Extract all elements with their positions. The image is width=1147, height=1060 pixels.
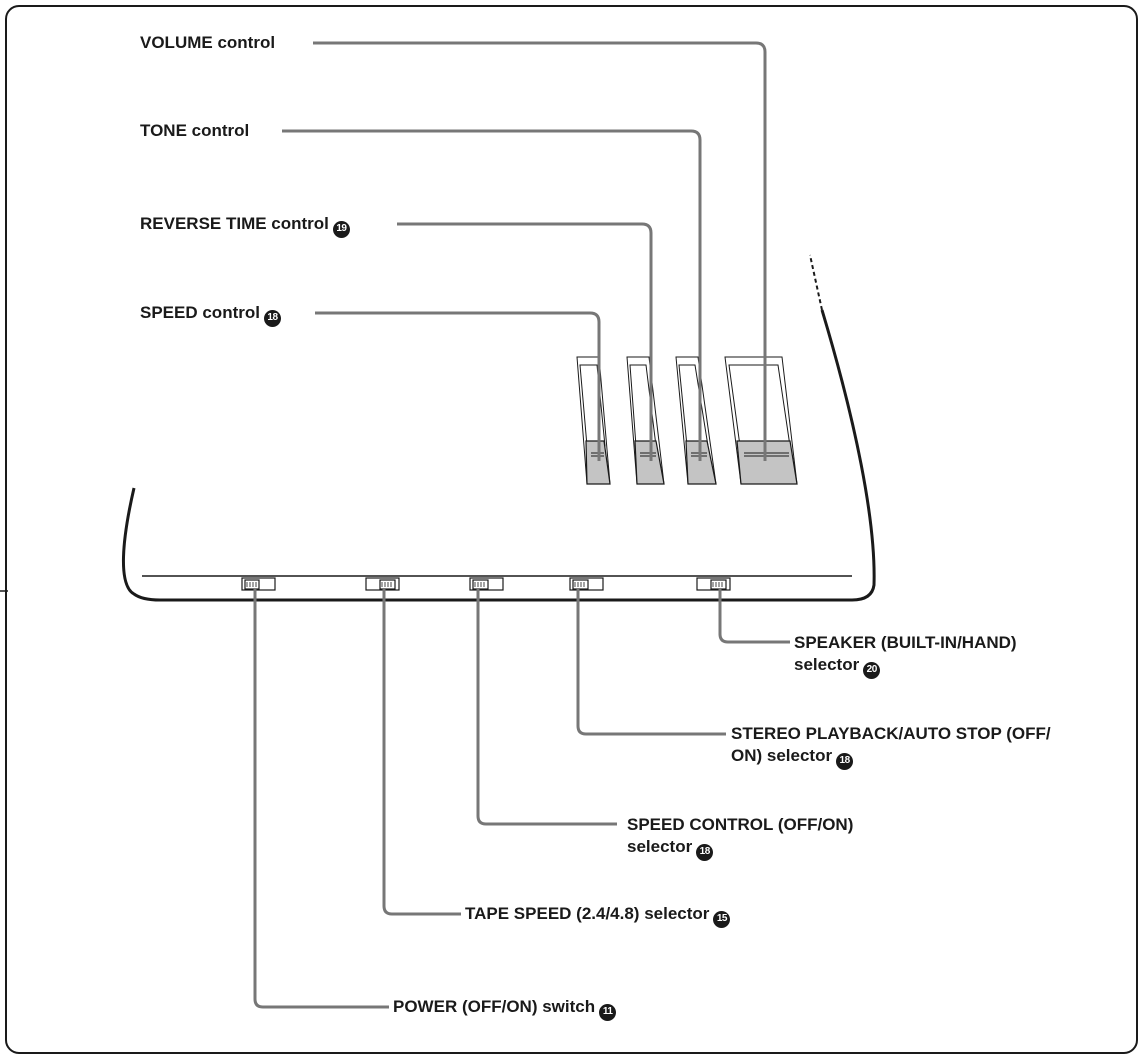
leader-tape-speed	[382, 588, 461, 916]
slider-volume	[724, 356, 798, 485]
switch-stereo-playback	[569, 577, 604, 591]
slider-reverse-time	[626, 356, 665, 485]
label-tone-control: TONE control	[140, 120, 249, 142]
label-speaker-line1: SPEAKER (BUILT-IN/HAND)	[794, 633, 1017, 652]
switch-speaker	[696, 577, 731, 591]
label-tone-text: TONE control	[140, 121, 250, 140]
leader-tone	[282, 129, 702, 461]
label-tape-speed-text: TAPE SPEED (2.4/4.8) selector	[465, 904, 710, 923]
switch-speed-control	[469, 577, 504, 591]
label-stereo-playback-selector: STEREO PLAYBACK/AUTO STOP (OFF/ ON) sele…	[731, 723, 1051, 770]
leader-volume	[313, 41, 767, 461]
device-body-outline	[121, 309, 876, 602]
label-power-text: POWER (OFF/ON) switch	[393, 997, 596, 1016]
leader-stereo	[576, 588, 726, 736]
leader-power	[253, 588, 389, 1009]
switch-tape-speed	[365, 577, 400, 591]
label-stereo-line1: STEREO PLAYBACK/AUTO STOP (OFF/	[731, 724, 1051, 743]
label-stereo-line2: ON) selector	[731, 746, 833, 765]
ref-number-badge: 18	[696, 843, 714, 861]
label-speed-text: SPEED control	[140, 303, 260, 322]
label-speed-control-line1: SPEED CONTROL (OFF/ON)	[627, 815, 854, 834]
leader-speed-control	[476, 588, 617, 826]
ref-number-badge: 11	[599, 1003, 617, 1021]
ref-number-badge: 18	[263, 309, 281, 327]
ref-number-badge: 18	[836, 752, 854, 770]
label-volume-text: VOLUME control	[140, 33, 276, 52]
leader-speaker	[718, 588, 790, 644]
ref-number-badge: 19	[332, 220, 350, 238]
leader-speed	[315, 311, 601, 461]
label-speaker-line2: selector	[794, 655, 860, 674]
switch-power	[241, 577, 276, 591]
slider-tone	[675, 356, 717, 485]
diagram-frame	[5, 5, 1138, 1054]
label-reverse-time-text: REVERSE TIME control	[140, 214, 329, 233]
ref-number-badge: 20	[863, 661, 881, 679]
device-body-edge-dashed	[809, 254, 823, 311]
slider-speed	[576, 356, 611, 485]
ref-number-badge: 15	[713, 910, 731, 928]
leader-reverse-time	[397, 222, 653, 461]
label-speed-control-line2: selector	[627, 837, 693, 856]
label-volume-control: VOLUME control	[140, 32, 275, 54]
